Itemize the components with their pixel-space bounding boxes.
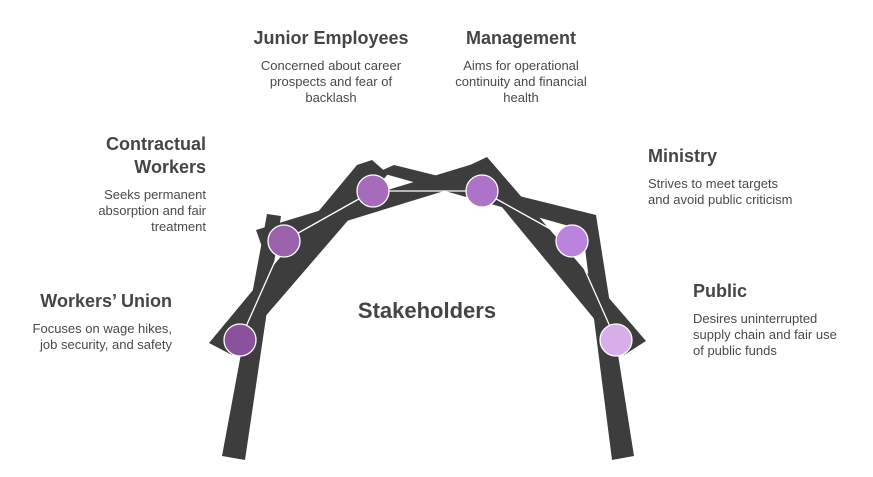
stakeholder-description: Seeks permanent absorption and fair trea… [98, 187, 206, 234]
stakeholder-ministry: Ministry Strives to meet targets and avo… [648, 145, 798, 208]
node-workers-union [223, 323, 257, 357]
stakeholder-title: Workers’ Union [40, 291, 172, 311]
stakeholder-public: Public Desires uninterrupted supply chai… [693, 280, 843, 359]
stakeholder-contractual-workers: Contractual Workers Seeks permanent abso… [60, 133, 206, 235]
stakeholder-title: Management [465, 28, 577, 48]
node-contractual-workers [267, 224, 301, 258]
stakeholder-workers-union: Workers’ Union Focuses on wage hikes, jo… [14, 290, 172, 353]
stakeholder-junior-employees: Junior Employees Concerned about career … [248, 27, 414, 106]
stakeholder-description: Desires uninterrupted supply chain and f… [693, 311, 837, 358]
stakeholder-description: Concerned about career prospects and fea… [260, 58, 402, 105]
stakeholder-title: Junior Employees [253, 28, 409, 48]
stakeholder-description: Focuses on wage hikes, job security, and… [32, 321, 172, 352]
center-label: Stakeholders [357, 298, 497, 323]
node-ministry [555, 224, 589, 258]
node-junior-employees [356, 174, 390, 208]
stakeholder-title: Ministry [648, 146, 718, 166]
stakeholder-description: Aims for operational continuity and fina… [455, 58, 587, 105]
stakeholder-management: Management Aims for operational continui… [440, 27, 602, 106]
stakeholder-title: Contractual Workers [105, 134, 206, 177]
stakeholder-title: Public [693, 281, 748, 301]
connector-lines [239, 190, 617, 341]
node-management [465, 174, 499, 208]
stakeholder-description: Strives to meet targets and avoid public… [648, 176, 793, 207]
node-public [599, 323, 633, 357]
